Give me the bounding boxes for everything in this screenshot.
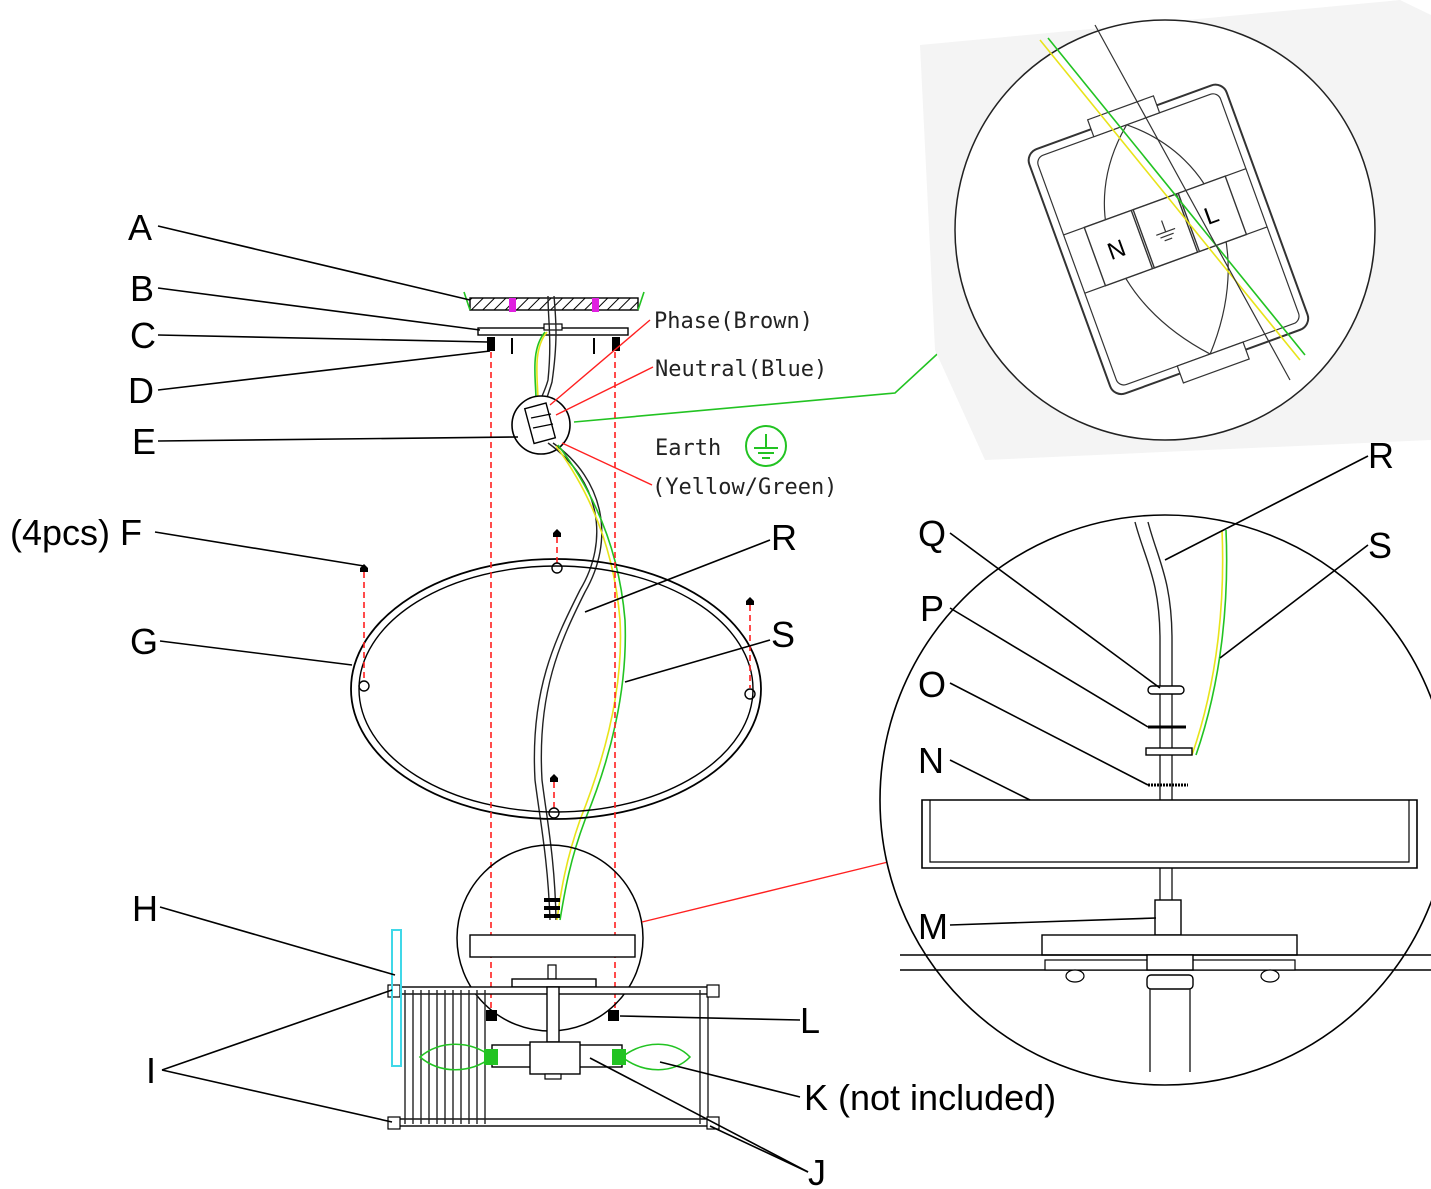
phase-label: Phase(Brown)	[654, 309, 813, 334]
label-s-right: S	[1368, 525, 1392, 566]
glass-cover-h	[391, 929, 402, 1067]
label-s-left: S	[771, 614, 795, 655]
label-f: (4pcs) F	[10, 512, 142, 553]
label-r-right: R	[1368, 435, 1394, 476]
label-o: O	[918, 664, 946, 705]
label-r-left: R	[771, 517, 797, 558]
ground-terminal-icon	[1156, 220, 1176, 242]
screw-f-icon	[358, 529, 756, 819]
label-q: Q	[918, 513, 946, 554]
stem-detail-view	[879, 514, 1431, 1086]
label-l: L	[800, 1000, 820, 1041]
cable-s-left-y	[555, 445, 622, 921]
neutral-label: Neutral(Blue)	[655, 357, 827, 382]
detail-circle-small	[456, 844, 644, 1032]
label-g: G	[130, 621, 158, 662]
label-h: H	[132, 888, 158, 929]
terminal-detail-view: N L	[920, 0, 1431, 460]
earth-label: Earth	[655, 436, 721, 461]
leader-lines	[154, 225, 1369, 1173]
label-m: M	[918, 906, 948, 947]
label-d: D	[128, 370, 154, 411]
detail-leader	[641, 861, 889, 923]
label-c: C	[130, 315, 156, 356]
label-j: J	[808, 1152, 826, 1189]
cable-r-left-2	[540, 442, 603, 921]
cable-s-left	[557, 444, 627, 921]
cable-r-left	[533, 442, 598, 921]
terminal-block-e	[511, 395, 571, 455]
bulb-right-icon	[612, 1043, 692, 1071]
bulb-left-icon	[418, 1043, 498, 1071]
label-k: K (not included)	[804, 1077, 1056, 1118]
earth-symbol-icon	[745, 425, 787, 467]
lamp-body	[387, 929, 720, 1130]
label-b: B	[130, 268, 154, 309]
earth-colors-label: (Yellow/Green)	[652, 475, 837, 500]
canopy-g	[350, 529, 762, 820]
label-i: I	[146, 1050, 156, 1091]
label-a: A	[128, 207, 152, 248]
label-e: E	[132, 421, 156, 462]
label-p: P	[920, 588, 944, 629]
label-n: N	[918, 740, 944, 781]
